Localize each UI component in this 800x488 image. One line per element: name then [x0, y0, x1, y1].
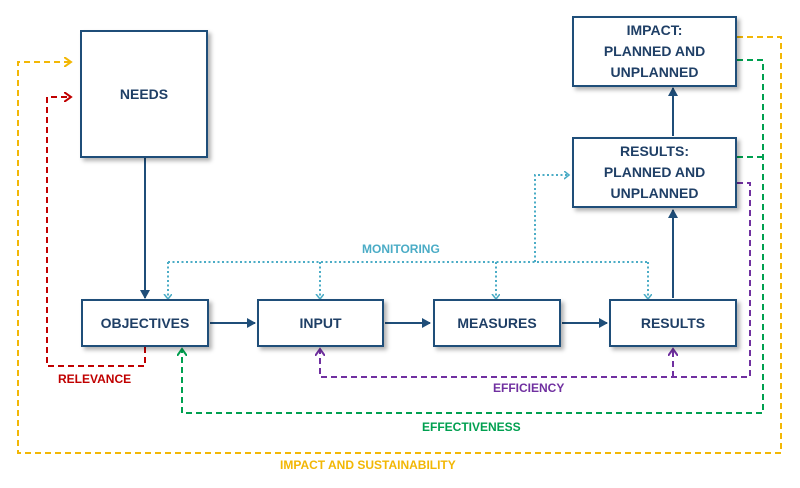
efficiency-loop	[320, 182, 751, 378]
impact-box: IMPACT: PLANNED AND UNPLANNED	[572, 16, 737, 87]
efficiency-label: EFFICIENCY	[493, 381, 565, 395]
monitoring-label: MONITORING	[362, 242, 440, 256]
results-planned-box: RESULTS: PLANNED AND UNPLANNED	[572, 137, 737, 208]
measures-label: MEASURES	[457, 314, 537, 331]
measures-box: MEASURES	[433, 299, 561, 347]
needs-label: NEEDS	[119, 85, 169, 102]
input-label: INPUT	[299, 314, 342, 331]
monitoring-to-results-planned	[534, 175, 568, 262]
results-planned-label: RESULTS: PLANNED AND UNPLANNED	[603, 143, 706, 201]
objectives-box: OBJECTIVES	[81, 299, 209, 347]
relevance-loop	[46, 97, 146, 367]
impact-sustainability-loop	[17, 36, 782, 454]
impact-label: IMPACT: PLANNED AND UNPLANNED	[603, 22, 706, 80]
needs-box: NEEDS	[80, 30, 208, 158]
effectiveness-label: EFFECTIVENESS	[422, 420, 521, 434]
objectives-label: OBJECTIVES	[100, 314, 190, 331]
effectiveness-loop	[182, 59, 764, 414]
relevance-label: RELEVANCE	[58, 372, 132, 386]
input-box: INPUT	[257, 299, 384, 347]
results-label: RESULTS	[640, 314, 706, 331]
results-box: RESULTS	[609, 299, 737, 347]
impact-sustainability-label: IMPACT AND SUSTAINABILITY	[280, 458, 456, 472]
